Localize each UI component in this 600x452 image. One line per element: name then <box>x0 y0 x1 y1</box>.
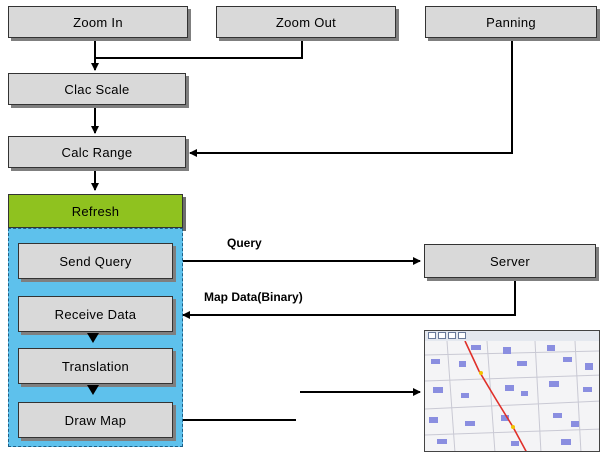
map-tool-icon <box>458 332 466 339</box>
draw-map-label: Draw Map <box>64 412 127 428</box>
translation-node: Translation <box>18 348 173 384</box>
map-thumbnail <box>424 330 600 452</box>
map-tool-icon <box>448 332 456 339</box>
send-query-label: Send Query <box>59 253 132 269</box>
map-tool-icon <box>438 332 446 339</box>
zoom-in-label: Zoom In <box>73 14 123 30</box>
zoom-out-node: Zoom Out <box>216 6 396 38</box>
refresh-label: Refresh <box>71 203 120 219</box>
calc-range-node: Calc Range <box>8 136 186 168</box>
receive-data-label: Receive Data <box>54 306 137 322</box>
zoom-out-label: Zoom Out <box>275 14 337 30</box>
map-canvas <box>425 341 599 451</box>
map-tool-icon <box>428 332 436 339</box>
draw-map-node: Draw Map <box>18 402 173 438</box>
calc-scale-label: Clac Scale <box>64 81 130 97</box>
server-node: Server <box>424 244 596 278</box>
edge-panning-range <box>189 38 513 157</box>
edge-zoomout-scale <box>95 38 303 59</box>
calc-scale-node: Clac Scale <box>8 73 186 105</box>
edge-map-data <box>182 278 516 319</box>
server-label: Server <box>489 253 531 269</box>
zoom-in-node: Zoom In <box>8 6 188 38</box>
calc-range-label: Calc Range <box>61 144 133 160</box>
translation-label: Translation <box>61 358 130 374</box>
refresh-header: Refresh <box>8 194 183 228</box>
receive-data-node: Receive Data <box>18 296 173 332</box>
panning-label: Panning <box>486 14 536 30</box>
panning-node: Panning <box>425 6 597 38</box>
send-query-node: Send Query <box>18 243 173 279</box>
map-data-label: Map Data(Binary) <box>204 290 303 304</box>
query-label: Query <box>227 236 262 250</box>
